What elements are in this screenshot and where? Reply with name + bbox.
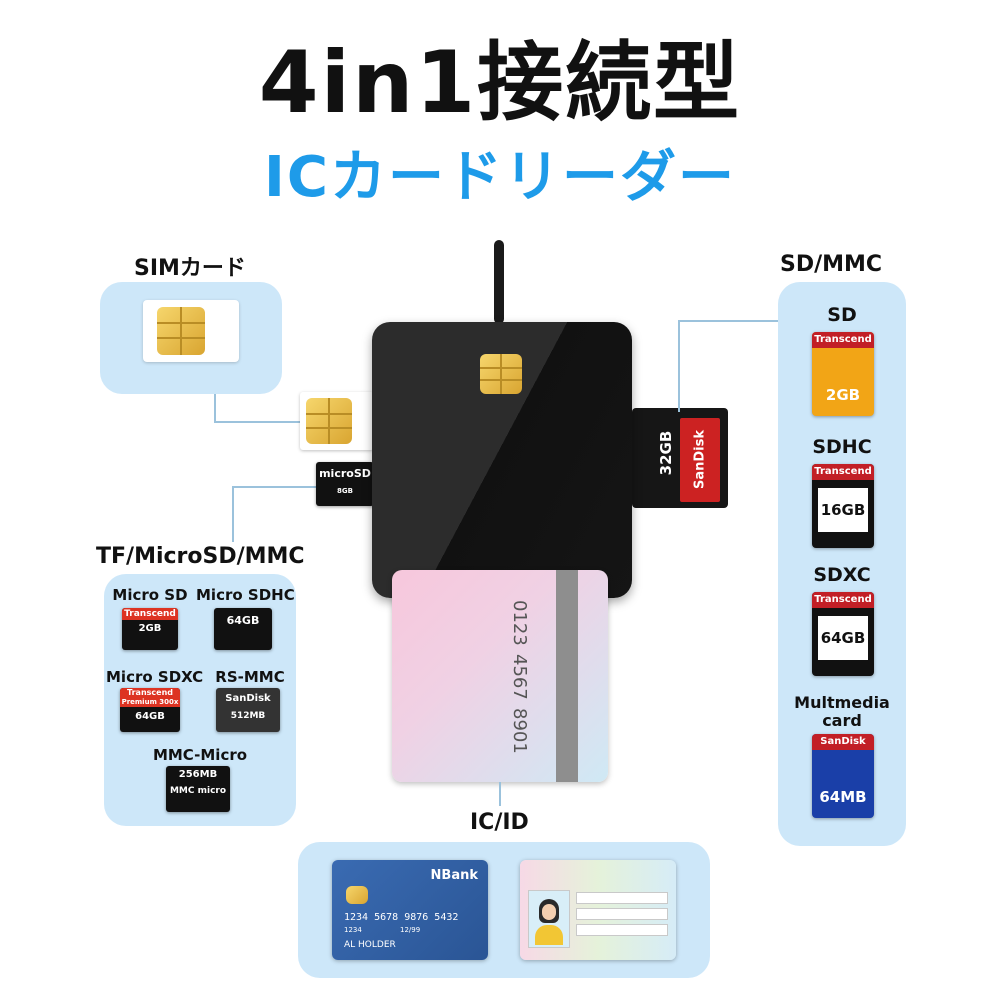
sd-item-label: SDXC <box>813 564 871 586</box>
icid-label: IC/ID <box>470 810 529 835</box>
microsd-card-image: Transcend 2GB <box>122 608 178 650</box>
sdhc-card-image: Transcend 16GB <box>812 464 874 548</box>
card-stripe <box>556 570 578 782</box>
sim-panel <box>100 282 282 394</box>
tf-item-label: MMC-Micro <box>152 746 248 764</box>
sd-connector-h <box>678 320 780 322</box>
usb-cable <box>494 240 504 324</box>
inserted-id-card: 0123 4567 8901 <box>392 570 608 782</box>
bank-card-image: NBank 1234 5678 9876 5432 1234 12/99 AL … <box>332 860 488 960</box>
sim-chip-icon <box>157 307 205 355</box>
sd-item-label: SDHC <box>812 436 872 458</box>
page-subtitle: ICカードリーダー <box>264 145 736 210</box>
sd-card-image: Transcend 2GB <box>812 332 874 416</box>
sim-label: SIMカード <box>134 256 246 281</box>
tf-item-label: Micro SDHC <box>196 586 295 604</box>
card-number-2: 4567 <box>509 654 530 700</box>
inserted-sd-label: SanDisk <box>680 418 720 502</box>
bank-card-expiry: 12/99 <box>400 926 421 934</box>
id-photo <box>528 890 570 948</box>
icid-panel: NBank 1234 5678 9876 5432 1234 12/99 AL … <box>298 842 710 978</box>
bank-card-sub: 1234 <box>344 926 362 934</box>
tf-item-label: RS-MMC <box>215 668 285 686</box>
tf-item-label: Micro SD <box>112 586 188 604</box>
tf-connector-h <box>232 486 316 488</box>
inserted-microsd-card: microSD 8GB <box>316 462 374 506</box>
sim-connector <box>214 394 216 422</box>
bank-chip-icon <box>346 886 368 904</box>
tf-label: TF/MicroSD/MMC <box>96 544 305 569</box>
bank-name: NBank <box>430 868 478 883</box>
card-number-1: 0123 <box>509 600 530 646</box>
rsmmc-card-image: SanDisk 512MB <box>216 688 280 732</box>
inserted-sim-chip-icon <box>306 398 352 444</box>
mmc-card-image: SanDisk 64MB <box>812 734 874 818</box>
bank-card-holder: AL HOLDER <box>344 940 396 950</box>
card-number-3: 8901 <box>509 708 530 754</box>
sd-label: SD/MMC <box>780 252 883 277</box>
sim-connector-h <box>214 421 302 423</box>
page-title: 4in1接続型 <box>258 33 742 133</box>
tf-connector <box>232 486 234 542</box>
sd-item-label: SD <box>827 304 857 326</box>
id-card-image <box>520 860 676 960</box>
sdxc-card-image: Transcend 64GB <box>812 592 874 676</box>
sd-panel: SD Transcend 2GB SDHC Transcend 16GB SDX… <box>778 282 906 846</box>
bank-card-number: 1234 5678 9876 5432 <box>344 912 459 923</box>
sd-connector <box>678 320 680 412</box>
inserted-sd-card: SanDisk 32GB <box>632 408 728 508</box>
microsdhc-card-image: 64GB <box>214 608 272 650</box>
tf-panel: Micro SD Transcend 2GB Micro SDHC 64GB M… <box>104 574 296 826</box>
inserted-sim-card <box>300 392 374 450</box>
sim-card-image <box>143 300 239 362</box>
microsdxc-card-image: Transcend Premium 300x 64GB <box>120 688 180 732</box>
mmcmicro-card-image: 256MB MMC micro <box>166 766 230 812</box>
icid-connector <box>499 782 501 806</box>
tf-item-label: Micro SDXC <box>106 668 204 686</box>
reader-chip-icon <box>480 354 522 394</box>
card-reader-body <box>372 322 632 598</box>
sd-item-label: Multmedia card <box>794 693 890 730</box>
